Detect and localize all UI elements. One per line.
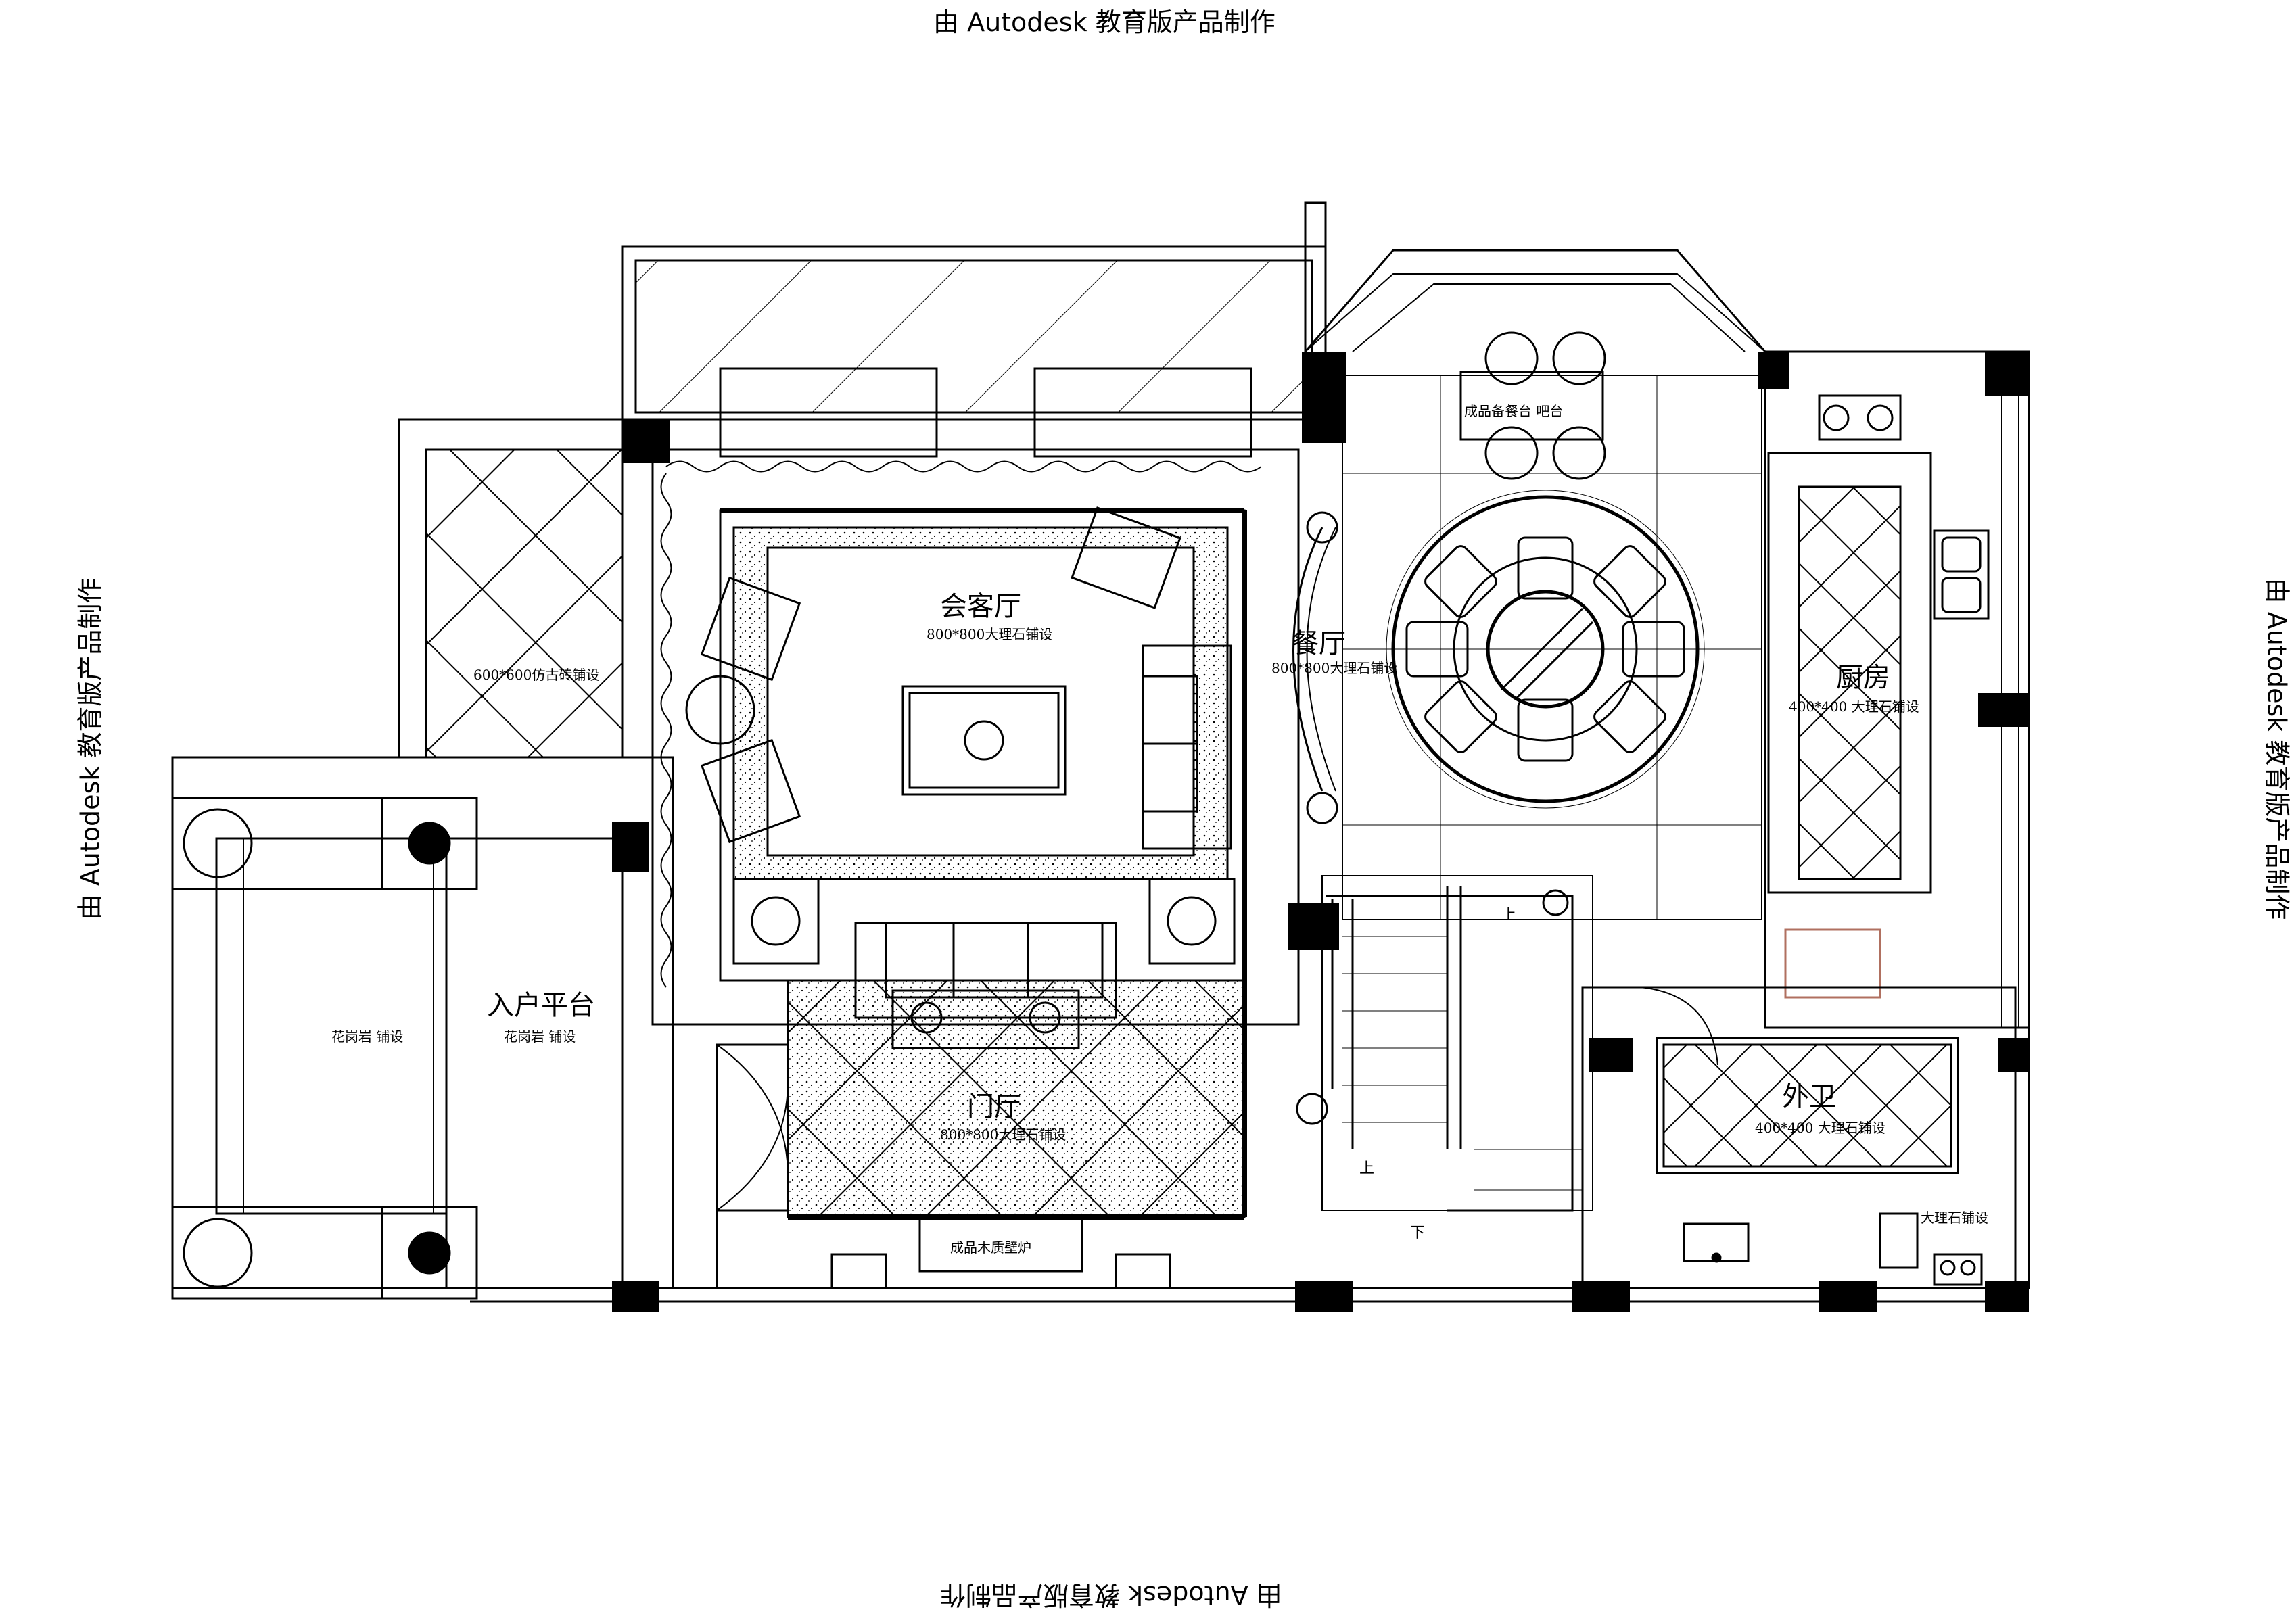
- column: [1288, 903, 1339, 950]
- toilet: [1880, 1214, 1917, 1268]
- column: [1978, 693, 2029, 727]
- dining-room-spec: 800*800大理石铺设: [1271, 660, 1397, 676]
- dining-room-label: 餐厅: [1292, 628, 1346, 659]
- column: [622, 419, 670, 463]
- column: [612, 822, 649, 872]
- column: [1295, 1281, 1353, 1312]
- bathroom-label: 外卫: [1782, 1081, 1836, 1112]
- bar-note: 成品备餐台 吧台: [1464, 403, 1563, 419]
- column: [1985, 352, 2029, 396]
- stair-up-label-2: 上: [1359, 1160, 1374, 1177]
- kitchen-label: 厨房: [1836, 662, 1890, 693]
- stair-up-label-1: 上: [1501, 907, 1516, 924]
- column: [1819, 1281, 1877, 1312]
- side-table-1: [734, 879, 818, 964]
- living-room-spec: 800*800大理石铺设: [927, 626, 1052, 642]
- column: [1758, 352, 1789, 389]
- granite-note: 花岗岩 铺设: [331, 1028, 403, 1045]
- column: [1572, 1281, 1630, 1312]
- bath-marble-note: 大理石铺设: [1921, 1210, 1988, 1226]
- bathroom-spec: 400*400 大理石铺设: [1755, 1120, 1885, 1136]
- main-door: [717, 1045, 788, 1210]
- foyer-spec: 800*800大理石铺设: [940, 1126, 1066, 1143]
- kitchen-spec: 400*400 大理石铺设: [1789, 698, 1919, 715]
- side-table-2: [1150, 879, 1234, 964]
- column: [1998, 1038, 2029, 1072]
- living-room-label: 会客厅: [940, 591, 1021, 622]
- column: [612, 1281, 659, 1312]
- foyer-label: 门厅: [967, 1091, 1021, 1122]
- terrace-tile-note: 600*600仿古砖铺设: [473, 667, 599, 683]
- stair-down-label: 下: [1410, 1225, 1425, 1241]
- fireplace-note: 成品木质壁炉: [950, 1239, 1031, 1256]
- entry-platform-label: 入户平台: [487, 990, 595, 1021]
- column: [1985, 1281, 2029, 1312]
- column: [1589, 1038, 1633, 1072]
- column: [1302, 352, 1346, 443]
- entry-platform-spec: 花岗岩 铺设: [504, 1028, 576, 1045]
- stove: [1819, 396, 1900, 439]
